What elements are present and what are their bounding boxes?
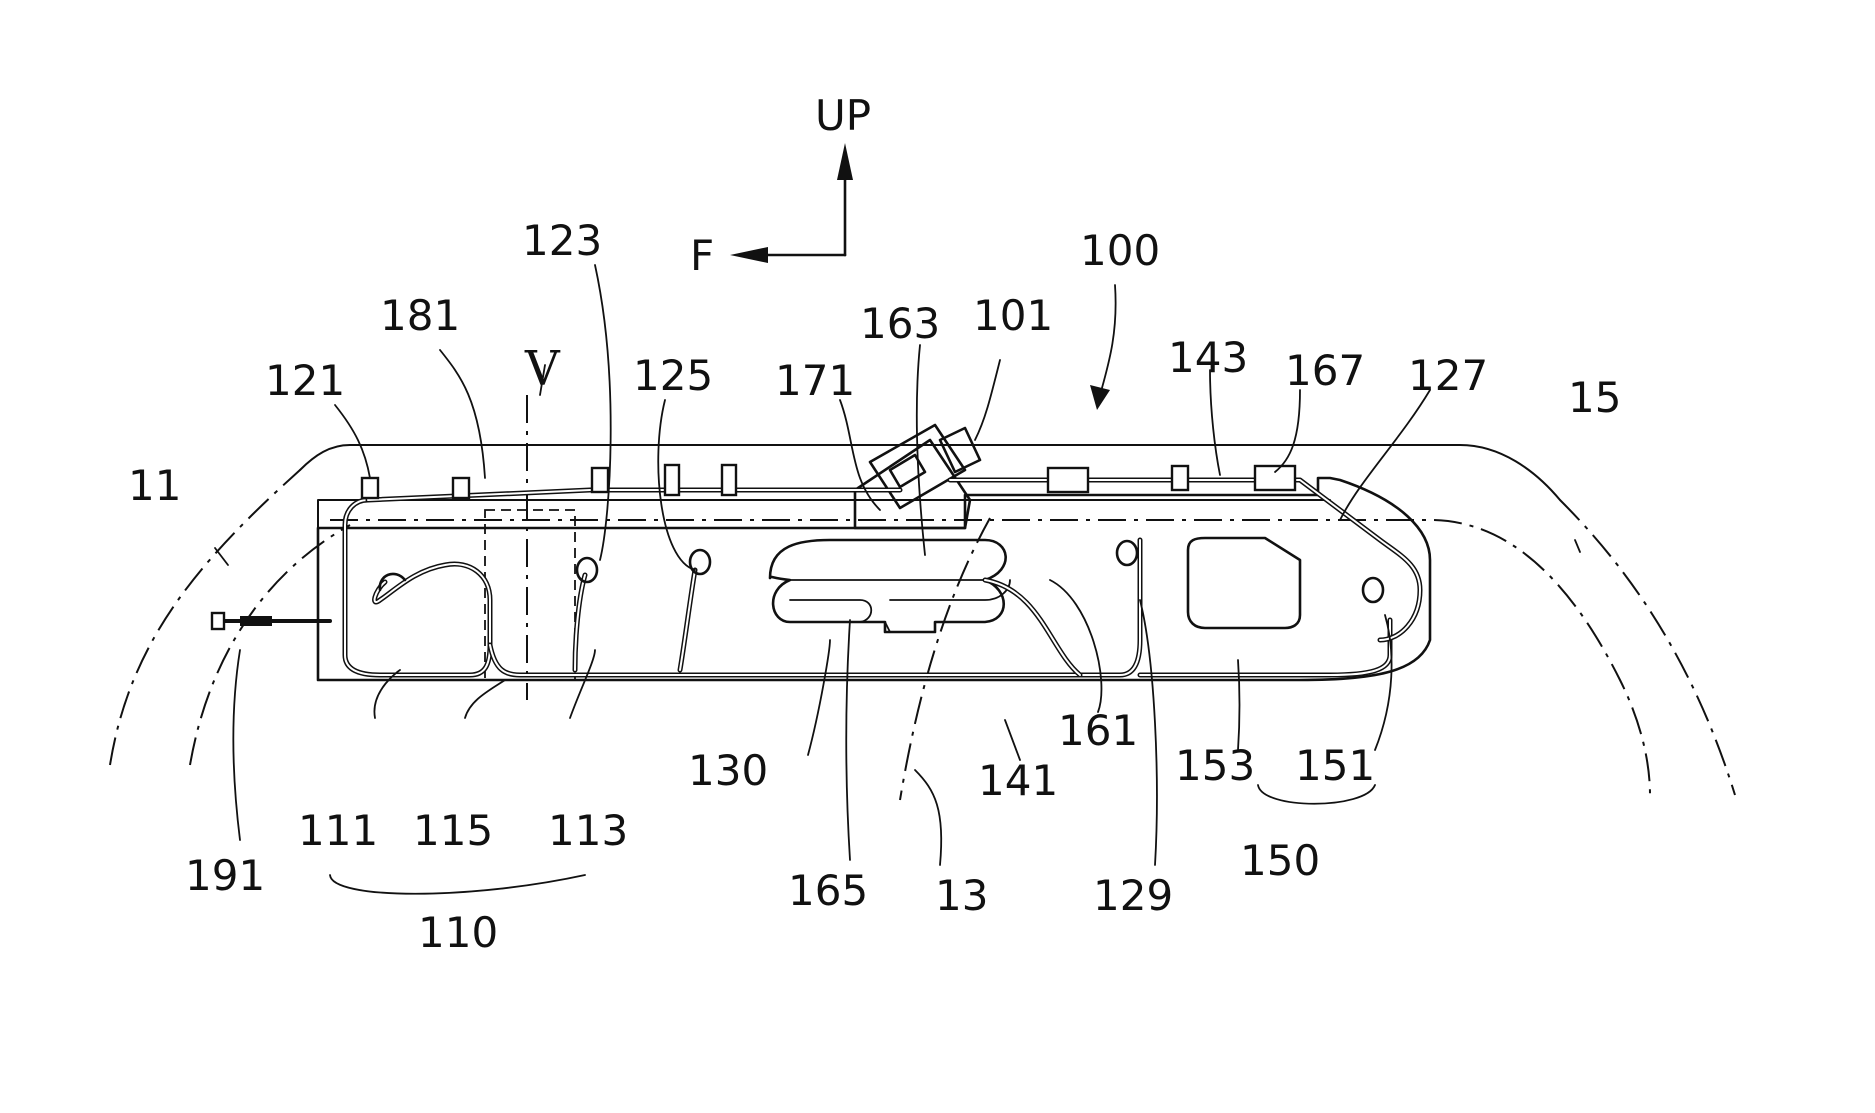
clip-167 xyxy=(1255,466,1295,490)
label-181: 181 xyxy=(380,291,460,340)
label-view-v: V xyxy=(524,341,561,397)
cable-191-sleeve xyxy=(240,616,272,626)
label-121: 121 xyxy=(265,356,345,405)
ring-terminal-151 xyxy=(1363,578,1383,602)
label-113: 113 xyxy=(548,806,628,855)
body-right-outer xyxy=(1560,500,1735,795)
wire-top-run xyxy=(368,490,900,500)
label-11: 11 xyxy=(128,461,181,510)
label-100: 100 xyxy=(1080,226,1160,275)
wire-loop-111-main xyxy=(345,500,490,675)
label-171: 171 xyxy=(775,356,855,405)
label-129: 129 xyxy=(1093,871,1173,920)
label-151: 151 xyxy=(1295,741,1375,790)
clip-d xyxy=(1048,468,1088,492)
clip-a xyxy=(592,468,608,492)
bundle-inner-loop xyxy=(790,600,871,622)
vehicle-body-outline xyxy=(110,445,1735,800)
label-127: 127 xyxy=(1408,351,1488,400)
label-123: 123 xyxy=(522,216,602,265)
body-left-inner xyxy=(190,525,350,765)
ring-terminal-125 xyxy=(690,550,710,574)
arrow-100 xyxy=(1090,285,1116,410)
view-v-region xyxy=(485,510,575,680)
label-161: 161 xyxy=(1058,706,1138,755)
ring-terminal-123 xyxy=(577,558,597,582)
label-110: 110 xyxy=(418,908,498,957)
label-111: 111 xyxy=(298,806,378,855)
ring-terminal-129 xyxy=(1117,541,1137,565)
cable-191 xyxy=(212,613,330,629)
control-box-153 xyxy=(1188,538,1300,628)
ring-terminals xyxy=(380,541,1383,602)
clip-c xyxy=(722,465,736,495)
wire-bottom-run-141 xyxy=(490,540,1140,675)
label-165: 165 xyxy=(788,866,868,915)
reference-labels: 100 101 11 110 111 113 115 121 123 125 1… xyxy=(128,216,1621,957)
label-191: 191 xyxy=(185,851,265,900)
label-13: 13 xyxy=(935,871,988,920)
up-label: UP xyxy=(815,91,871,140)
label-115: 115 xyxy=(413,806,493,855)
clip-e xyxy=(1172,466,1188,490)
label-153: 153 xyxy=(1175,741,1255,790)
bundle-loop-171 xyxy=(770,540,1006,632)
module-frame xyxy=(318,395,1430,700)
clip-121 xyxy=(362,478,378,498)
label-141: 141 xyxy=(978,756,1058,805)
cable-191-end xyxy=(212,613,224,629)
direction-indicator: UP F xyxy=(690,91,871,280)
label-143: 143 xyxy=(1168,333,1248,382)
label-125: 125 xyxy=(633,351,713,400)
label-15: 15 xyxy=(1568,373,1621,422)
clip-181 xyxy=(453,478,469,498)
label-101: 101 xyxy=(973,291,1053,340)
clip-b xyxy=(665,465,679,495)
forward-arrow-head xyxy=(730,247,768,263)
label-130: 130 xyxy=(688,746,768,795)
module-top-edge xyxy=(318,500,1330,528)
label-163: 163 xyxy=(860,299,940,348)
label-150: 150 xyxy=(1240,836,1320,885)
wire-bundle xyxy=(770,540,1010,632)
up-arrow-head xyxy=(837,143,853,180)
forward-label: F xyxy=(690,231,714,280)
label-167: 167 xyxy=(1285,346,1365,395)
